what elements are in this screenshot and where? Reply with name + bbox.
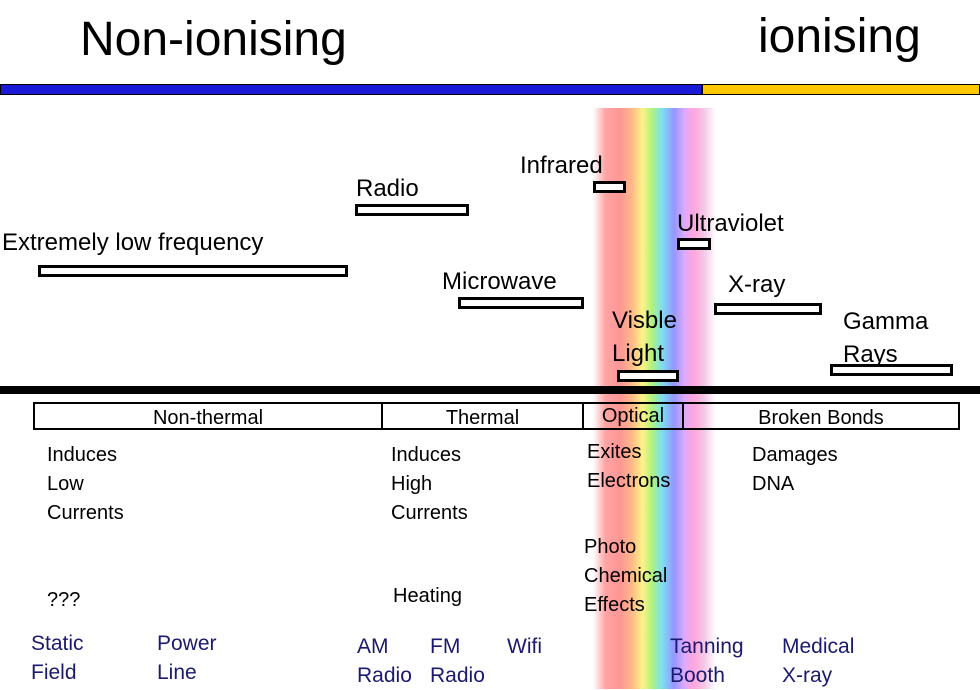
thermal-heating: Heating (393, 585, 462, 607)
example-static-field: Static Field (31, 632, 84, 684)
ultraviolet-label: Ultraviolet (677, 210, 784, 237)
non-ionising-bar (0, 84, 702, 95)
example-power-line: Power Line (157, 632, 217, 684)
example-wifi: Wifi (507, 635, 542, 658)
visible-light-label: Visble Light (612, 307, 677, 367)
frequency-axis-line (0, 386, 980, 394)
example-medical-xray: Medical X-ray (782, 635, 855, 687)
thermal-effect: Induces High Currents (391, 444, 468, 524)
non-thermal-effect: Induces Low Currents (47, 444, 124, 524)
xray-range (714, 303, 822, 315)
non-thermal-unknown: ??? (47, 589, 81, 611)
example-tanning-booth: Tanning Booth (670, 635, 744, 687)
xray-label: X-ray (728, 271, 786, 298)
gamma-rays-range (830, 364, 953, 376)
broken-bonds-effect: Damages DNA (752, 444, 838, 495)
infrared-label: Infrared (520, 152, 603, 179)
category-non-thermal: Non-thermal (35, 404, 383, 429)
visible-light-range (617, 370, 679, 382)
visible-spectrum-gradient (593, 108, 716, 689)
example-am-radio: AM Radio (357, 635, 412, 687)
example-fm-radio: FM Radio (430, 635, 485, 687)
microwave-range (458, 297, 584, 309)
ionising-bar (702, 84, 980, 95)
gamma-rays-label: Gamma Rays (843, 308, 929, 368)
elf-label: Extremely low frequency (2, 229, 264, 256)
category-optical: Optical (584, 404, 684, 428)
radio-range (355, 204, 469, 216)
microwave-label: Microwave (442, 268, 557, 295)
infrared-range (593, 181, 626, 193)
radio-label: Radio (356, 175, 419, 202)
ionising-title: ionising (758, 10, 921, 63)
category-broken-bonds: Broken Bonds (758, 407, 884, 429)
ultraviolet-range (677, 238, 711, 250)
optical-electrons-effect: Exites Electrons (587, 441, 671, 492)
optical-photochemical-effect: Photo Chemical Effects (584, 536, 668, 616)
effect-category-row: Non-thermal Thermal Optical Broken Bonds (33, 402, 960, 430)
elf-range (38, 265, 348, 277)
category-thermal: Thermal (383, 404, 584, 429)
non-ionising-title: Non-ionising (80, 13, 347, 66)
